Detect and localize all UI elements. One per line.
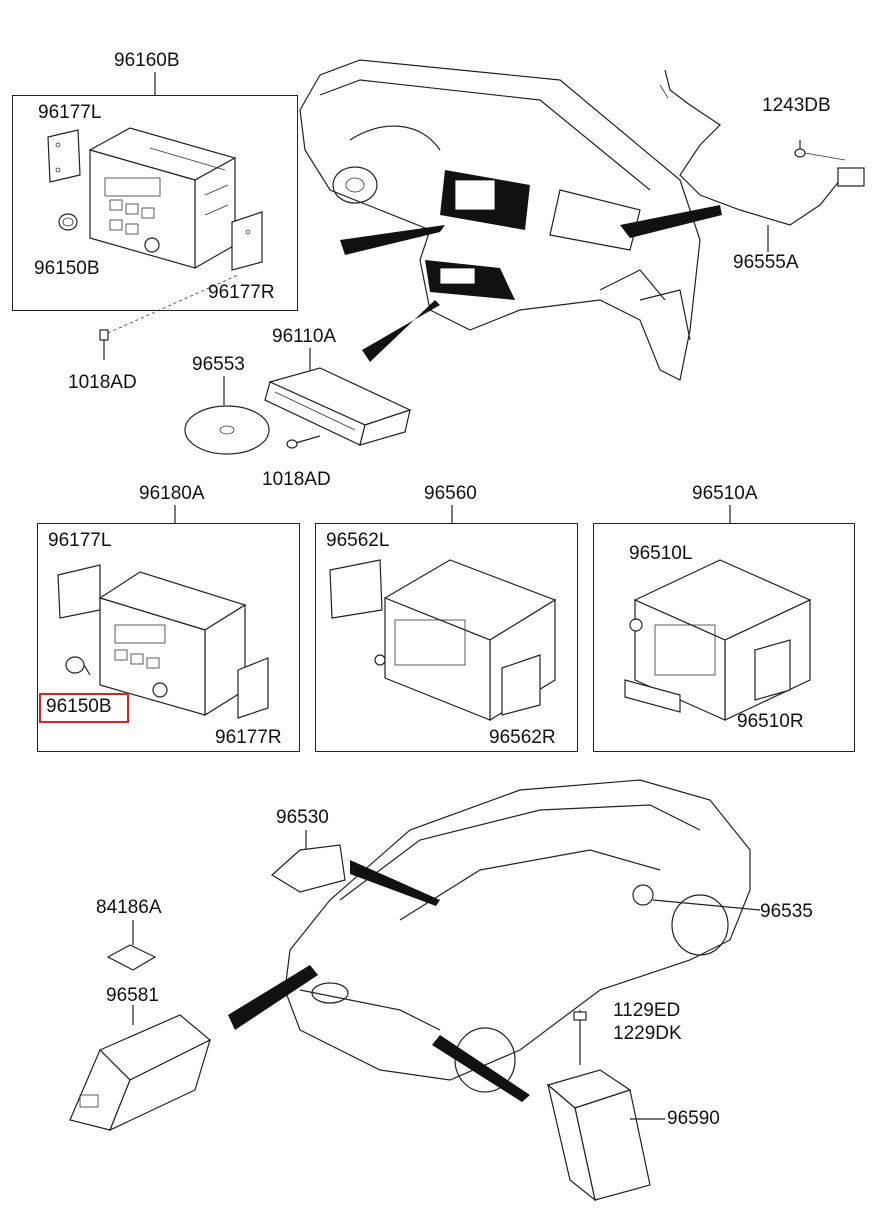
group-box-96180A <box>37 523 300 752</box>
highlight-box-96150B <box>39 693 129 723</box>
cd-player-drawing <box>184 348 412 455</box>
part-label-96553[interactable]: 96553 <box>192 354 245 375</box>
part-label-96581[interactable]: 96581 <box>106 985 159 1006</box>
part-label-96510R[interactable]: 96510R <box>737 711 804 732</box>
part-label-96530[interactable]: 96530 <box>276 807 329 828</box>
part-label-96510L[interactable]: 96510L <box>629 543 693 564</box>
part-label-96510A[interactable]: 96510A <box>692 483 758 504</box>
car-drawing <box>228 779 761 1102</box>
part-label-96590[interactable]: 96590 <box>667 1108 720 1129</box>
part-label-96180A[interactable]: 96180A <box>139 483 205 504</box>
part-label-1243DB[interactable]: 1243DB <box>762 95 831 116</box>
group-box-96560 <box>315 523 578 752</box>
small-parts-drawing <box>69 920 665 1202</box>
part-label-96177L-top[interactable]: 96177L <box>38 102 102 123</box>
part-label-96150B-top[interactable]: 96150B <box>34 258 100 279</box>
antenna-cable-96555A-drawing <box>659 69 865 252</box>
group-box-96160B <box>12 95 298 311</box>
dashboard-drawing <box>299 59 722 381</box>
audio-unit-96160B-drawing <box>47 72 263 360</box>
navigation-unit-96510A-drawing <box>624 505 812 721</box>
group-box-96510A <box>593 523 855 752</box>
part-label-96177R-bottom[interactable]: 96177R <box>215 727 282 748</box>
part-label-96535[interactable]: 96535 <box>760 901 813 922</box>
part-label-96110A[interactable]: 96110A <box>272 326 337 347</box>
part-label-96555A[interactable]: 96555A <box>733 252 799 273</box>
part-label-84186A[interactable]: 84186A <box>96 897 162 918</box>
part-label-96177L-bottom[interactable]: 96177L <box>48 530 112 551</box>
part-label-96160B[interactable]: 96160B <box>114 50 180 71</box>
part-label-1018AD-top[interactable]: 1018AD <box>68 372 137 393</box>
part-label-1229DK[interactable]: 1229DK <box>613 1023 682 1044</box>
part-label-1129ED[interactable]: 1129ED <box>613 1000 681 1021</box>
audio-unit-96180A-drawing <box>57 505 269 719</box>
part-label-96177R-top[interactable]: 96177R <box>208 282 275 303</box>
part-label-96560[interactable]: 96560 <box>424 483 477 504</box>
navigation-unit-96560-drawing <box>329 505 557 722</box>
part-label-96562L[interactable]: 96562L <box>326 530 390 551</box>
part-label-1018AD-mid[interactable]: 1018AD <box>262 469 331 490</box>
part-label-96150B-bottom[interactable]: 96150B <box>46 696 112 717</box>
part-label-96562R[interactable]: 96562R <box>489 727 556 748</box>
